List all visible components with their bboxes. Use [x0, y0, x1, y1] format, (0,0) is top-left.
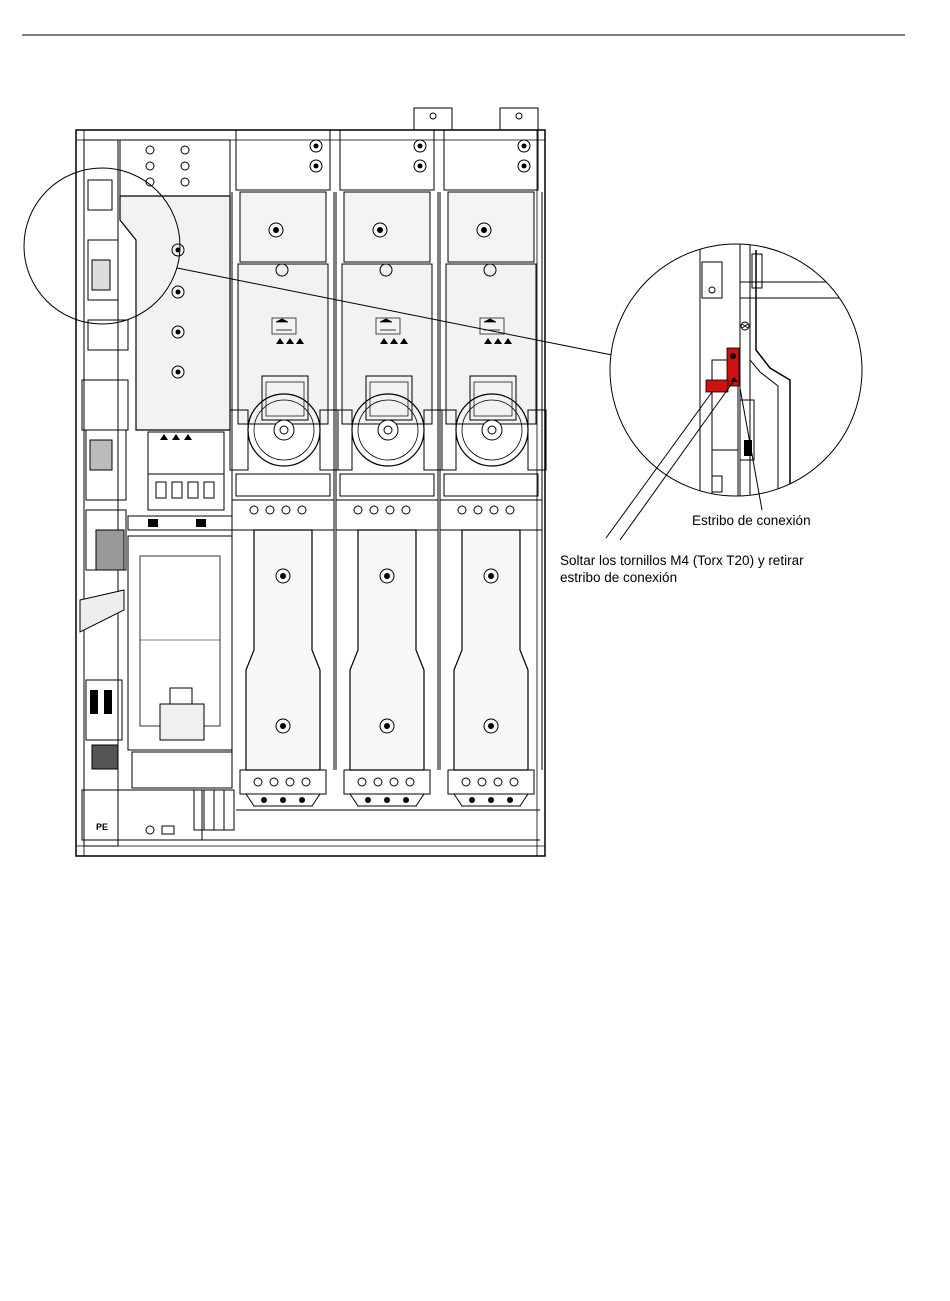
callout-instruction: Soltar los tornillos M4 (Torx T20) y ret…: [560, 552, 804, 586]
connection-bracket-foot: [706, 380, 728, 392]
pe-label: PE: [96, 822, 108, 832]
detail-view: [600, 240, 880, 510]
cabinet-drawing: PE: [76, 108, 546, 856]
callout-connection-bracket: Estribo de conexión: [692, 512, 811, 529]
callout-instruction-line-2: estribo de conexión: [560, 569, 804, 586]
callout-instruction-line-1: Soltar los tornillos M4 (Torx T20) y ret…: [560, 552, 804, 569]
